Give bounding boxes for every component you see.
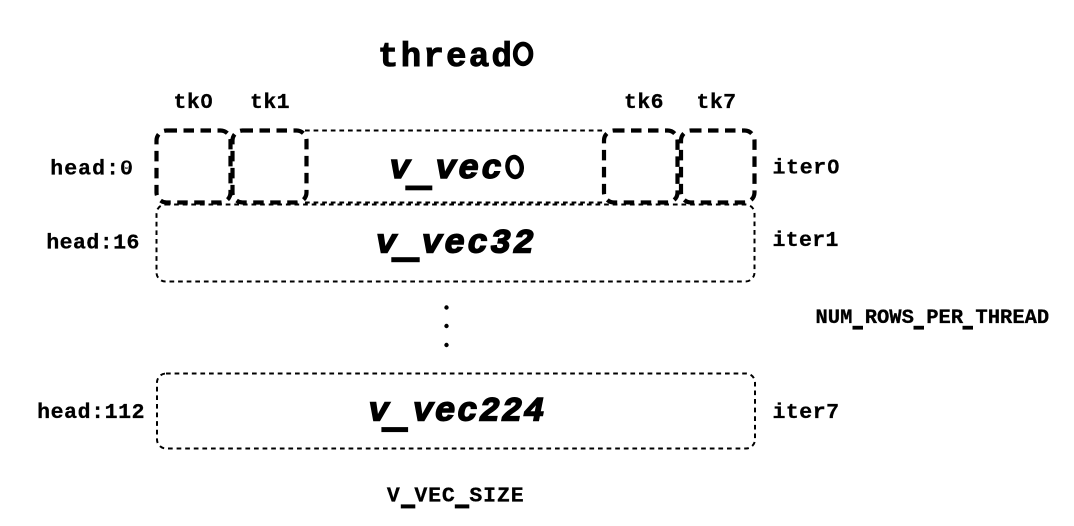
svg-text:tk0: tk0 — [173, 91, 213, 115]
svg-text:head:16: head:16 — [46, 232, 139, 256]
svg-text:v vec: v vec — [389, 151, 527, 189]
svg-text:iter1: iter1 — [773, 229, 839, 253]
svg-text:head:112: head:112 — [37, 401, 145, 425]
svg-text:tk7: tk7 — [696, 91, 736, 115]
svg-text:tk1: tk1 — [250, 91, 290, 115]
svg-text:head:0: head:0 — [50, 158, 134, 182]
svg-text:iter0: iter0 — [773, 157, 841, 181]
svg-text:tk6: tk6 — [624, 91, 664, 115]
svg-text:iter7: iter7 — [773, 401, 840, 425]
svg-text:thread: thread — [378, 39, 537, 77]
svg-text:v vec224: v vec224 — [368, 393, 546, 431]
svg-text:NUM ROWS PER THREAD: NUM ROWS PER THREAD — [816, 307, 1050, 330]
